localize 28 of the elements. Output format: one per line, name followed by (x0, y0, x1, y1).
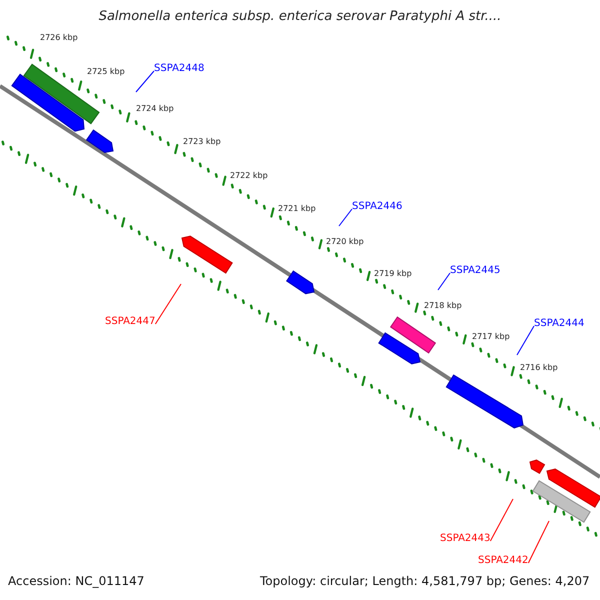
leader-line (516, 326, 534, 356)
gene-name: SSPA2447 (105, 316, 156, 327)
leader-line (528, 520, 550, 564)
gene-name: SSPA2442 (478, 555, 528, 566)
title: Salmonella enterica subsp. enterica serovar Paratyphi A str.... (98, 9, 502, 24)
tick-label: 2721 kbp (278, 204, 316, 213)
gene-name: SSPA2446 (352, 201, 402, 212)
tick-label: 2726 kbp (40, 33, 78, 42)
tick-label: 2722 kbp (230, 171, 268, 180)
tick-label: 2720 kbp (326, 237, 364, 246)
leader-line (136, 70, 154, 92)
gene-name: SSPA2445 (450, 265, 500, 276)
tick-label: 2725 kbp (87, 67, 125, 76)
tick-label: 2719 kbp (374, 269, 412, 278)
tick-label: 2723 kbp (183, 137, 221, 146)
tick-label: 2724 kbp (136, 104, 174, 113)
tick-label: 2716 kbp (520, 363, 558, 372)
gene-name: SSPA2443 (440, 533, 490, 544)
footer-text: Accession: NC_011147 (8, 574, 144, 588)
leader-line (154, 284, 182, 324)
gene-name: SSPA2448 (154, 63, 204, 74)
footer-text: Topology: circular; Length: 4,581,797 bp; Genes: 4,207 (260, 574, 590, 588)
tick-label: 2718 kbp (424, 301, 462, 310)
tick-label: 2717 kbp (472, 332, 510, 341)
leader-line (490, 498, 514, 542)
leader-line (438, 272, 450, 290)
gene-name: SSPA2444 (534, 318, 584, 329)
leader-line (338, 208, 352, 226)
